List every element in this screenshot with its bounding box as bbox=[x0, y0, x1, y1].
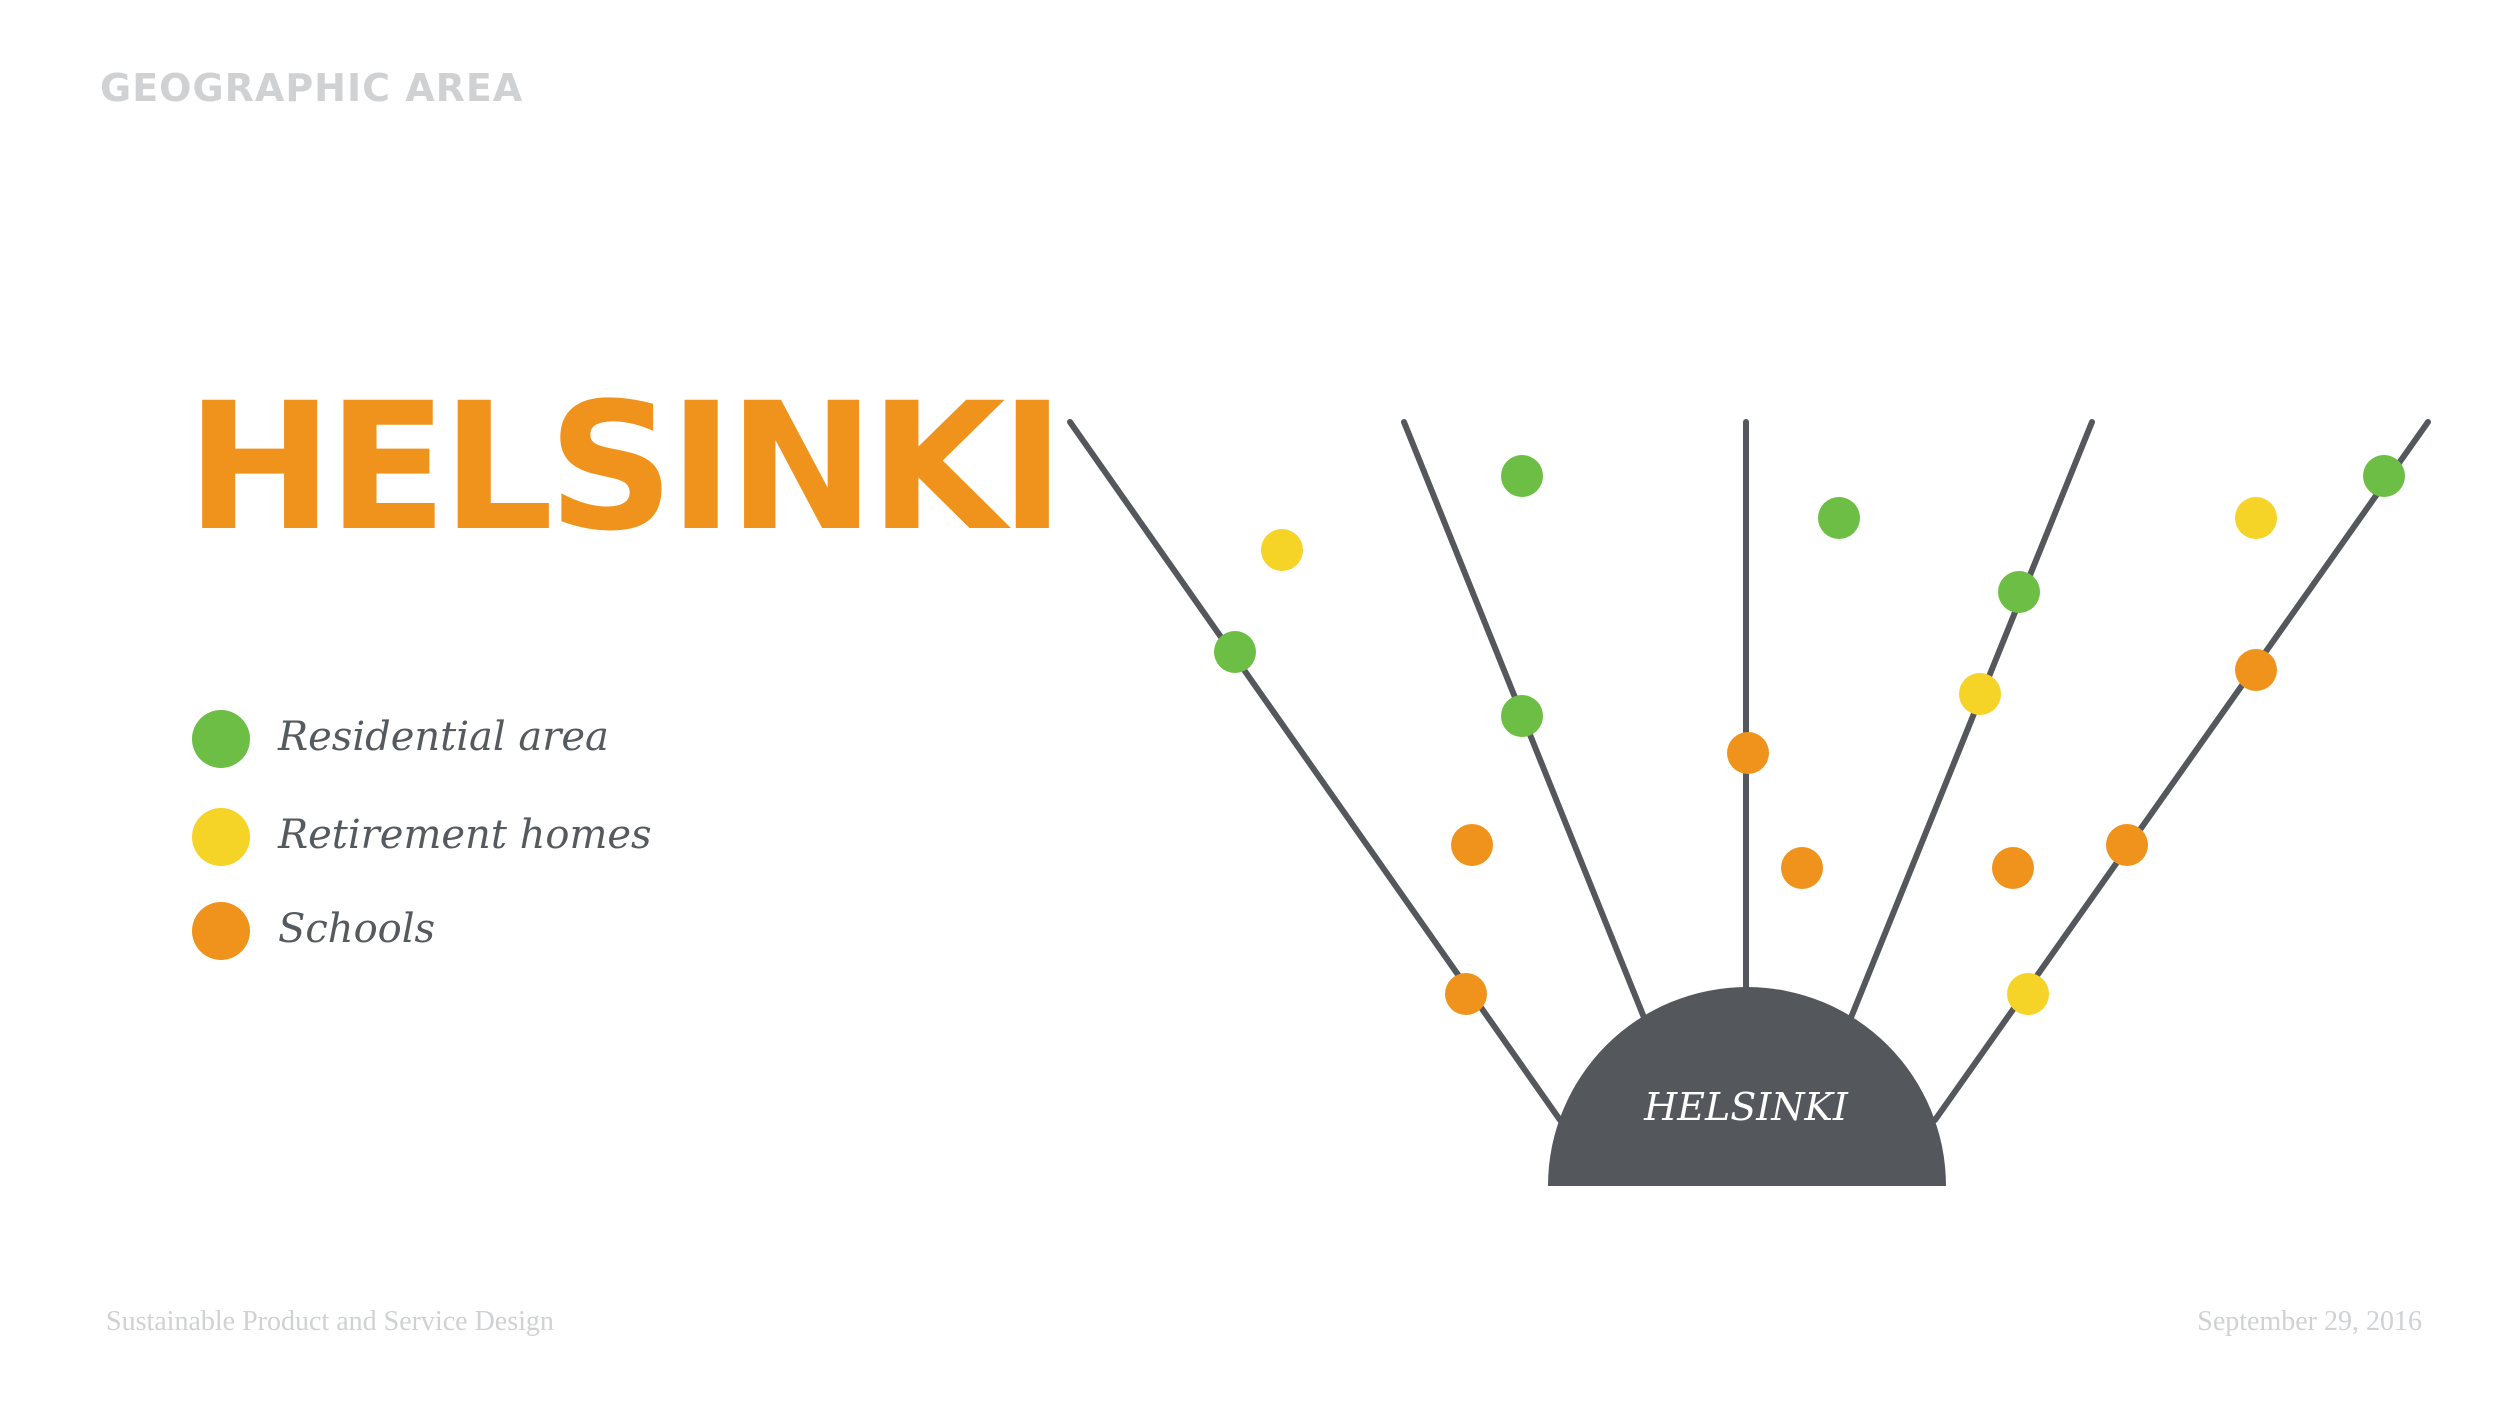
residential-dot bbox=[1998, 571, 2040, 613]
legend-dot-schools bbox=[192, 902, 250, 960]
retirement-dot bbox=[2235, 497, 2277, 539]
hero-title: HELSINKI bbox=[186, 365, 1065, 570]
residential-dot bbox=[1818, 497, 1860, 539]
residential-dot bbox=[1501, 695, 1543, 737]
section-title: GEOGRAPHIC AREA bbox=[100, 66, 524, 110]
school-dot bbox=[1992, 847, 2034, 889]
legend-label-residential: Residential area bbox=[278, 714, 609, 760]
school-dot bbox=[1781, 847, 1823, 889]
residential-dot bbox=[2363, 455, 2405, 497]
legend-dot-retirement bbox=[192, 808, 250, 866]
legend-label-schools: Schools bbox=[278, 906, 436, 952]
school-dot bbox=[2235, 649, 2277, 691]
footer-date: September 29, 2016 bbox=[2197, 1306, 2422, 1337]
category-dots bbox=[1214, 455, 2405, 1015]
retirement-dot bbox=[2007, 973, 2049, 1015]
school-dot bbox=[1727, 732, 1769, 774]
ray-line bbox=[1847, 419, 2095, 1023]
residential-dot bbox=[1214, 631, 1256, 673]
legend-dot-residential bbox=[192, 710, 250, 768]
footer-course-title: Sustainable Product and Service Design bbox=[106, 1306, 554, 1337]
ray-line bbox=[1067, 419, 1563, 1123]
hub-label: HELSINKI bbox=[1643, 1085, 1849, 1129]
school-dot bbox=[1451, 824, 1493, 866]
school-dot bbox=[2106, 824, 2148, 866]
school-dot bbox=[1445, 973, 1487, 1015]
helsinki-hub bbox=[1548, 987, 1946, 1186]
ray-line bbox=[1932, 419, 2431, 1123]
retirement-dot bbox=[1959, 673, 2001, 715]
legend-label-retirement: Retirement homes bbox=[278, 812, 652, 858]
residential-dot bbox=[1501, 455, 1543, 497]
retirement-dot bbox=[1261, 529, 1303, 571]
